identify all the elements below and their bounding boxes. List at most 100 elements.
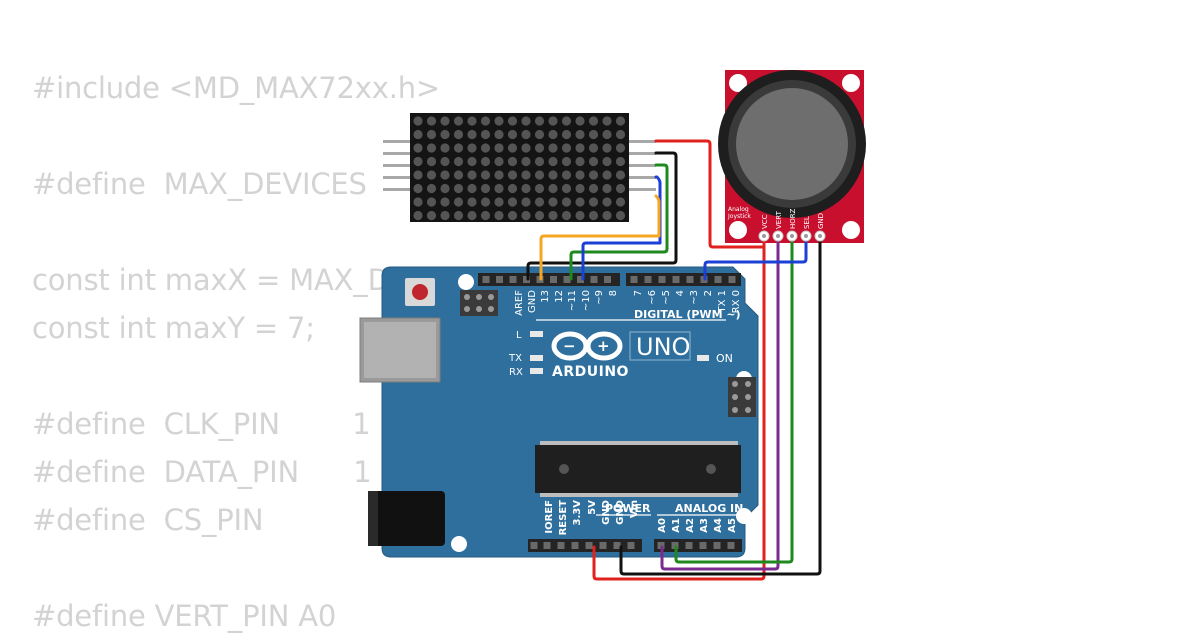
- led-rx-label: RX: [509, 367, 523, 378]
- matrix-led: [534, 210, 545, 221]
- joystick-cap: [736, 88, 848, 200]
- matrix-led: [588, 143, 599, 153]
- power-pin-label: GND: [615, 500, 626, 525]
- digital-pin-label: GND: [527, 290, 538, 313]
- matrix-led: [413, 170, 423, 180]
- analog-label: ANALOG IN: [675, 502, 743, 515]
- matrix-led: [575, 156, 585, 167]
- matrix-led: [507, 170, 518, 180]
- model-box: [629, 331, 691, 361]
- matrix-led: [453, 116, 464, 126]
- matrix-led: [467, 129, 477, 140]
- joystick-pin-hole: [776, 234, 780, 238]
- pin-hole: [599, 542, 607, 549]
- pin-hole: [543, 542, 551, 549]
- matrix-led: [521, 156, 531, 167]
- matrix-led: [615, 116, 626, 126]
- matrix-led: [480, 170, 491, 180]
- matrix-led: [548, 143, 558, 153]
- joystick-pin-label: HORZ: [789, 208, 797, 229]
- matrix-led: [615, 143, 626, 153]
- digital-pin-label: TX 1: [717, 290, 728, 314]
- wire-matrix-gnd-black: [526, 151, 678, 281]
- pin-hole: [613, 542, 621, 549]
- matrix-led: [440, 116, 450, 126]
- matrix-led: [534, 170, 545, 180]
- chip-dot: [706, 464, 716, 474]
- bottom-pin-holes: [530, 542, 735, 549]
- power-pin-label: Vin: [629, 500, 640, 518]
- matrix-led: [561, 170, 572, 180]
- digital-pin-label: RX 0: [731, 290, 742, 313]
- matrix-led: [494, 116, 504, 126]
- reset-button-cap: [412, 284, 428, 300]
- matrix-led: [615, 156, 626, 167]
- joystick-label-2: Joystick: [727, 213, 751, 220]
- matrix-led: [588, 210, 599, 221]
- matrix-led: [467, 183, 477, 194]
- matrix-led: [615, 197, 626, 207]
- code-line: const int maxY = 7;: [32, 311, 315, 345]
- matrix-led: [602, 143, 612, 153]
- mounting-hole: [729, 221, 747, 239]
- matrix-led: [521, 170, 531, 180]
- digital-pin-label: 2: [703, 290, 714, 296]
- matrix-led: [507, 143, 518, 153]
- arduino-model: UNO: [636, 333, 690, 361]
- matrix-led: [615, 183, 626, 194]
- led-on: [697, 355, 709, 361]
- matrix-led: [615, 129, 626, 140]
- digital-pin-label: ~11: [567, 290, 578, 311]
- matrix-led: [575, 143, 585, 153]
- pin-hole: [714, 276, 722, 283]
- joystick-pin-pads: [758, 230, 826, 242]
- matrix-led: [588, 197, 599, 207]
- matrix-led: [413, 210, 423, 221]
- joystick-pin-hole: [818, 234, 822, 238]
- joystick-pin-hole: [804, 234, 808, 238]
- pin-hole: [577, 276, 584, 283]
- pin-hole: [671, 542, 679, 549]
- mounting-hole: [458, 274, 474, 290]
- power-jack: [368, 491, 445, 546]
- matrix-led: [521, 143, 531, 153]
- power-label: POWER: [605, 502, 651, 515]
- digital-pin-label: ~10: [581, 290, 592, 311]
- matrix-led: [453, 143, 464, 153]
- chip-legs: [540, 441, 738, 497]
- mounting-hole: [842, 221, 860, 239]
- pin-hole: [550, 276, 557, 283]
- matrix-led: [602, 183, 612, 194]
- matrix-led: [426, 143, 437, 153]
- matrix-led: [507, 210, 518, 221]
- analog-pin-label: A3: [699, 518, 710, 533]
- matrix-led: [453, 197, 464, 207]
- pin-hole: [699, 542, 707, 549]
- matrix-led: [561, 143, 572, 153]
- digital-pin-label: ~6: [647, 290, 658, 305]
- pin-hole: [713, 542, 721, 549]
- digital-pin-label: 12: [554, 290, 565, 303]
- pin-hole: [530, 542, 538, 549]
- matrix-led: [575, 170, 585, 180]
- matrix-led: [507, 197, 518, 207]
- matrix-led: [480, 156, 491, 167]
- usb-connector-face: [364, 322, 436, 378]
- matrix-led: [602, 129, 612, 140]
- mounting-hole: [451, 536, 467, 552]
- matrix-led: [588, 116, 599, 126]
- logo-minus: −: [563, 337, 576, 355]
- wire-matrix-cs-blue: [581, 175, 662, 281]
- matrix-led: [561, 183, 572, 194]
- matrix-led: [467, 210, 477, 221]
- logo-plus: +: [597, 337, 610, 355]
- matrix-led: [494, 170, 504, 180]
- power-pin-label: 3.3V: [572, 500, 583, 526]
- matrix-led: [440, 183, 450, 194]
- led-l: [530, 331, 543, 337]
- pin-hole: [557, 542, 565, 549]
- led-rx: [530, 368, 543, 374]
- mounting-hole: [736, 508, 752, 524]
